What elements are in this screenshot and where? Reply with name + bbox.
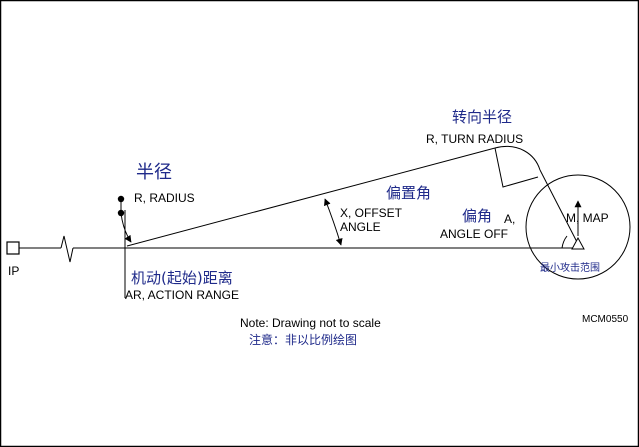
ip-label: IP xyxy=(8,264,19,278)
ip-marker xyxy=(6,241,20,255)
angle-off-label-zh: 偏角 xyxy=(462,207,492,225)
map-label-en: M, MAP xyxy=(566,211,609,225)
action-range-label-zh: 机动(起始)距离 xyxy=(131,269,233,287)
angle-off-label-en-2: ANGLE OFF xyxy=(440,227,508,241)
radius-label-zh: 半径 xyxy=(136,162,172,183)
final-approach-line xyxy=(539,169,579,245)
turn-radius-label-zh: 转向半径 xyxy=(452,108,512,126)
offset-angle-label-zh: 偏置角 xyxy=(386,184,431,202)
break-symbol xyxy=(60,235,74,263)
right-angle-marker xyxy=(494,147,539,188)
note-en: Note: Drawing not to scale xyxy=(240,316,381,330)
angle-off-label-en-1: A, xyxy=(504,212,515,226)
offset-angle-label-en-1: X, OFFSET xyxy=(340,206,403,220)
turn-arc xyxy=(494,146,541,171)
map-circle xyxy=(525,174,631,280)
target-triangle xyxy=(571,236,585,250)
radius-arrow xyxy=(120,212,132,243)
radius-label-en: R, RADIUS xyxy=(134,191,195,205)
offset-angle-arrow xyxy=(324,198,343,246)
offset-angle-label-en-2: ANGLE xyxy=(340,220,381,234)
map-label-zh: 最小攻击范围 xyxy=(540,261,600,274)
turn-radius-label-en: R, TURN RADIUS xyxy=(426,132,523,146)
action-range-label-en: AR, ACTION RANGE xyxy=(125,288,239,302)
angle-off-arc xyxy=(561,235,568,249)
note-zh: 注意：非以比例绘图 xyxy=(249,332,357,347)
figure-id: MCM0550 xyxy=(582,314,629,325)
offset-track-line xyxy=(126,147,496,247)
